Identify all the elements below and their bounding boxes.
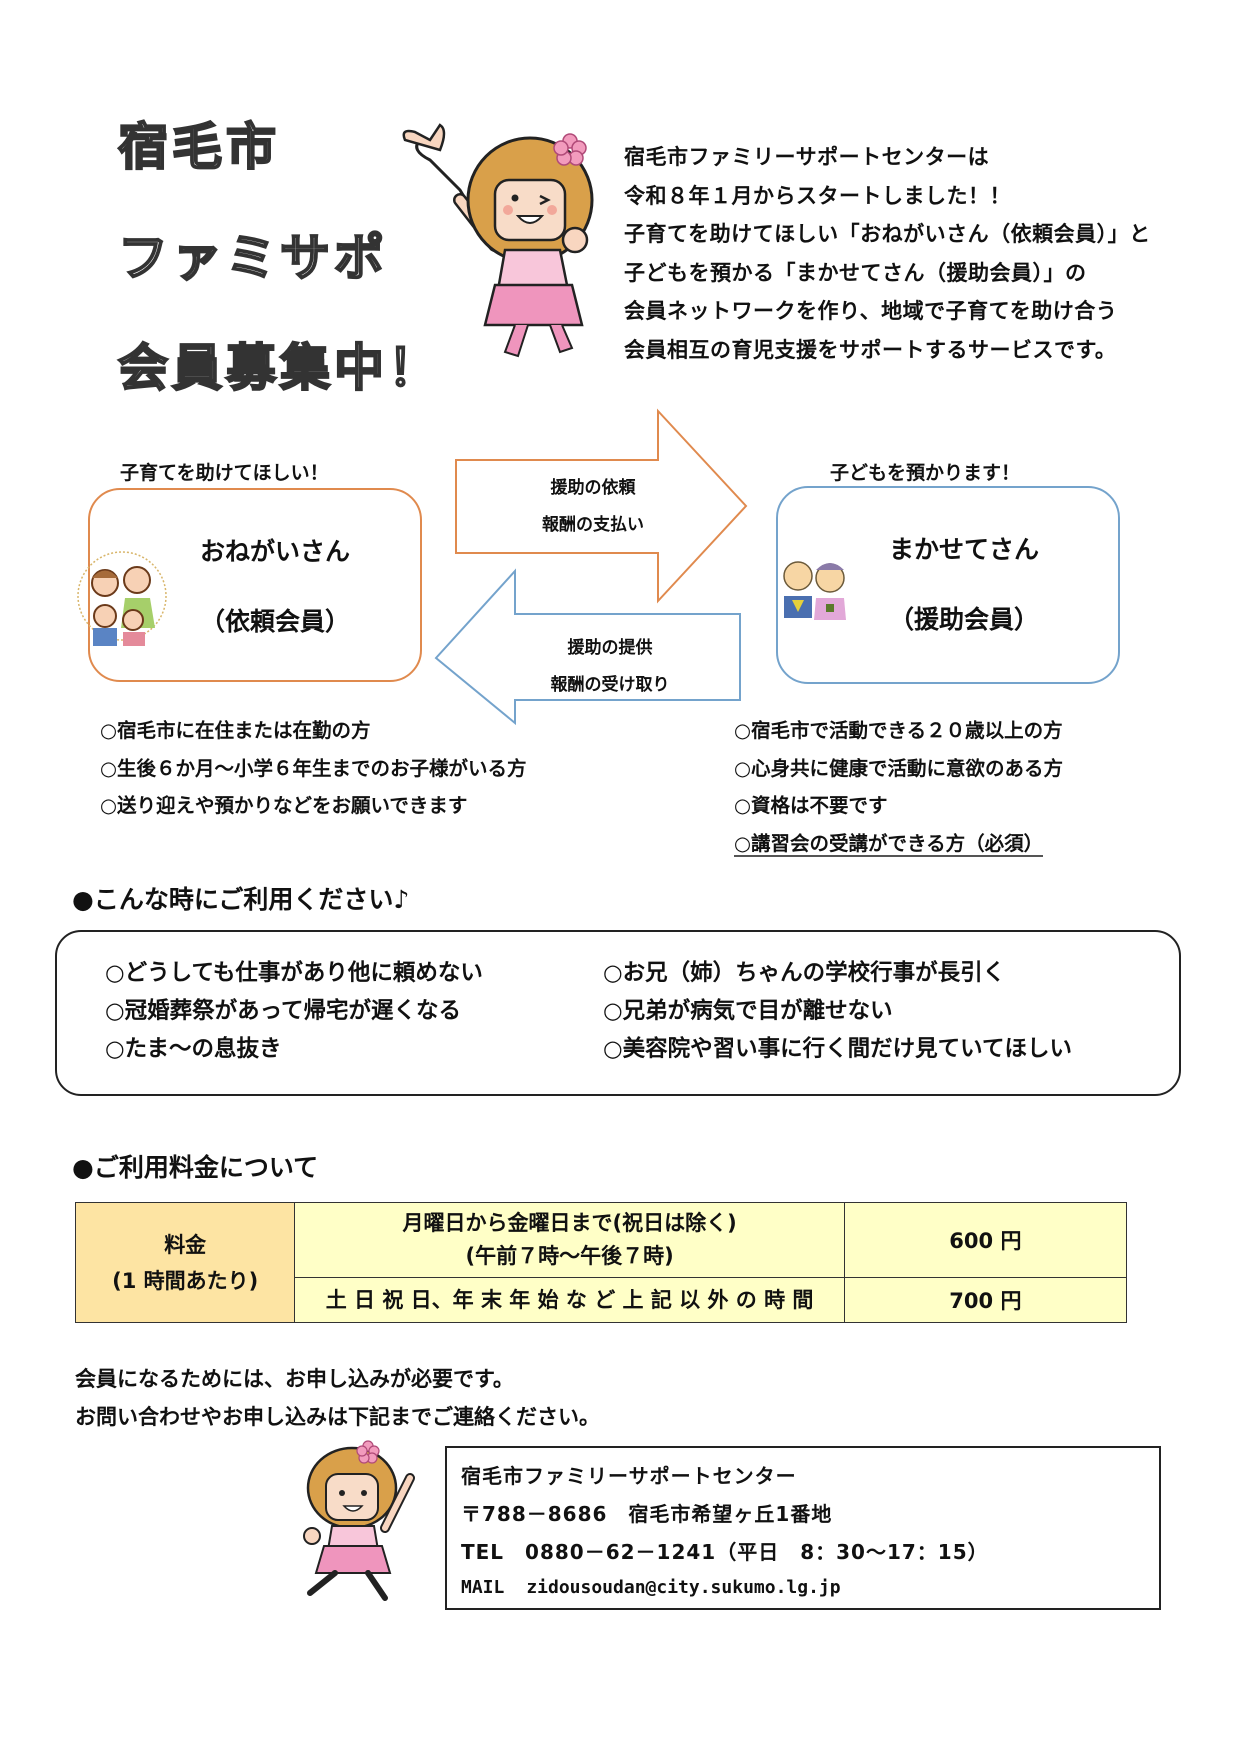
fee-table: 料金 (1 時間あたり) 月曜日から金曜日まで(祝日は除く) (午前７時～午後７… — [74, 1202, 1128, 1323]
intro-paragraph: 宿毛市ファミリーサポートセンターは 令和８年１月からスタートしました！！ 子育て… — [624, 138, 1151, 369]
contact-box: 宿毛市ファミリーサポートセンター 〒788－8686 宿毛市希望ヶ丘1番地 TE… — [445, 1446, 1161, 1610]
usage-heading: ●こんな時にご利用ください♪ — [72, 885, 410, 914]
contact-address: 〒788－8686 宿毛市希望ヶ丘1番地 — [461, 1502, 833, 1526]
requester-role: （依頼会員） — [199, 607, 350, 636]
arrow-left-line: 援助の提供 — [567, 638, 653, 658]
usage-item: ○たま～の息抜き — [105, 1036, 282, 1062]
helper-conditions: ○宿毛市で活動できる２０歳以上の方 ○心身共に健康で活動に意欲のある方 ○資格は… — [734, 712, 1063, 862]
fee-label-cell: 料金 (1 時間あたり) — [74, 1202, 296, 1323]
requester-condition: ○宿毛市に在住または在勤の方 — [100, 719, 371, 742]
fee-label: 料金 — [164, 1232, 207, 1257]
usage-item: ○兄弟が病気で目が離せない — [603, 998, 893, 1024]
fee-price-other: 700 円 — [843, 1277, 1128, 1323]
running-girl-illustration — [303, 1440, 415, 1601]
family-illustration — [77, 551, 167, 646]
fee-price-weekday: 600 円 — [843, 1202, 1128, 1278]
title-line-recruiting: 会員募集中！ — [117, 339, 442, 397]
elderly-couple-illustration — [783, 561, 846, 620]
helper-role: （援助会員） — [888, 605, 1039, 634]
helper-condition-required: ○講習会の受講ができる方（必須） — [734, 831, 1044, 857]
helper-condition: ○心身共に健康で活動に意欲のある方 — [734, 756, 1064, 780]
intro-line: 会員ネットワークを作り、地域で子育てを助け合う — [624, 299, 1118, 323]
usage-box: ○どうしても仕事があり他に頼めない ○冠婚葬祭があって帰宅が遅くなる ○たま～の… — [55, 930, 1181, 1096]
fee-desc-weekday: 月曜日から金曜日まで(祝日は除く) (午前７時～午後７時) — [294, 1202, 845, 1278]
apply-line: 会員になるためには、お申し込みが必要です。 — [75, 1367, 514, 1391]
fees-heading: ●ご利用料金について — [72, 1153, 319, 1182]
title-line-famisapo: ファミサポ — [117, 229, 388, 287]
fee-row: 土 日 祝 日、年 末 年 始 な ど 上 記 以 外 の 時 間 700 円 — [76, 1277, 1128, 1323]
usage-item: ○冠婚葬祭があって帰宅が遅くなる — [105, 998, 462, 1024]
arrow-left-provide — [434, 568, 741, 726]
jumping-girl-illustration — [402, 123, 594, 358]
usage-item: ○お兄（姉）ちゃんの学校行事が長引く — [603, 960, 1006, 986]
usage-list-left: ○どうしても仕事があり他に頼めない ○冠婚葬祭があって帰宅が遅くなる ○たま～の… — [105, 954, 483, 1068]
helper-condition: ○資格は不要です — [734, 794, 888, 817]
requester-conditions: ○宿毛市に在住または在勤の方 ○生後６か月～小学６年生までのお子様がいる方 ○送… — [100, 712, 527, 825]
requester-condition: ○送り迎えや預かりなどをお願いできます — [100, 794, 468, 817]
requester-condition: ○生後６か月～小学６年生までのお子様がいる方 — [100, 756, 527, 780]
contact-tel: TEL 0880－62－1241（平日 8：30～17：15） — [461, 1540, 989, 1564]
intro-line: 子育てを助けてほしい「おねがいさん（依頼会員）」と — [624, 222, 1151, 246]
contact-mail-link[interactable]: zidousoudan@city.sukumo.lg.jp — [526, 1577, 841, 1598]
contact-org: 宿毛市ファミリーサポートセンター — [461, 1464, 797, 1488]
helper-name: まかせてさん — [888, 535, 1039, 564]
intro-line: 令和８年１月からスタートしました！！ — [624, 183, 1011, 208]
intro-line: 子どもを預かる「まかせてさん（援助会員）」の — [624, 260, 1087, 285]
fee-desc-line: (午前７時～午後７時) — [465, 1244, 674, 1268]
title-line-city: 宿毛市 — [117, 118, 280, 176]
contact-mail-label: MAIL — [461, 1577, 505, 1598]
fee-row: 料金 (1 時間あたり) 月曜日から金曜日まで(祝日は除く) (午前７時～午後７… — [74, 1202, 1128, 1323]
fee-desc-other: 土 日 祝 日、年 末 年 始 な ど 上 記 以 外 の 時 間 — [294, 1277, 845, 1323]
fee-label-unit: (1 時間あたり) — [112, 1268, 259, 1293]
contact-mail-row: MAIL zidousoudan@city.sukumo.lg.jp — [461, 1574, 841, 1598]
intro-line: 宿毛市ファミリーサポートセンターは — [624, 145, 990, 169]
arrow-right-line: 援助の依頼 — [550, 478, 636, 498]
arrow-right-line: 報酬の支払い — [542, 515, 644, 535]
usage-item: ○美容院や習い事に行く間だけ見ていてほしい — [603, 1036, 1072, 1062]
arrow-left-text: 援助の提供 報酬の受け取り — [500, 630, 720, 704]
helper-caption: 子どもを預かります！ — [830, 462, 1021, 484]
arrow-right-text: 援助の依頼 報酬の支払い — [468, 470, 718, 544]
intro-line: 会員相互の育児支援をサポートするサービスです。 — [624, 337, 1117, 362]
apply-line: お問い合わせやお申し込みは下記までご連絡ください。 — [75, 1405, 600, 1429]
helper-condition: ○宿毛市で活動できる２０歳以上の方 — [734, 719, 1063, 742]
requester-caption: 子育てを助けてほしい！ — [120, 462, 329, 484]
arrow-left-line: 報酬の受け取り — [550, 675, 670, 695]
arrow-right-request — [455, 408, 748, 604]
fee-desc-line: 月曜日から金曜日まで(祝日は除く) — [402, 1211, 737, 1235]
requester-name: おねがいさん — [199, 537, 350, 566]
usage-list-right: ○お兄（姉）ちゃんの学校行事が長引く ○兄弟が病気で目が離せない ○美容院や習い… — [603, 954, 1072, 1068]
usage-item: ○どうしても仕事があり他に頼めない — [105, 960, 483, 986]
apply-text: 会員になるためには、お申し込みが必要です。 お問い合わせやお申し込みは下記までご… — [75, 1360, 600, 1436]
